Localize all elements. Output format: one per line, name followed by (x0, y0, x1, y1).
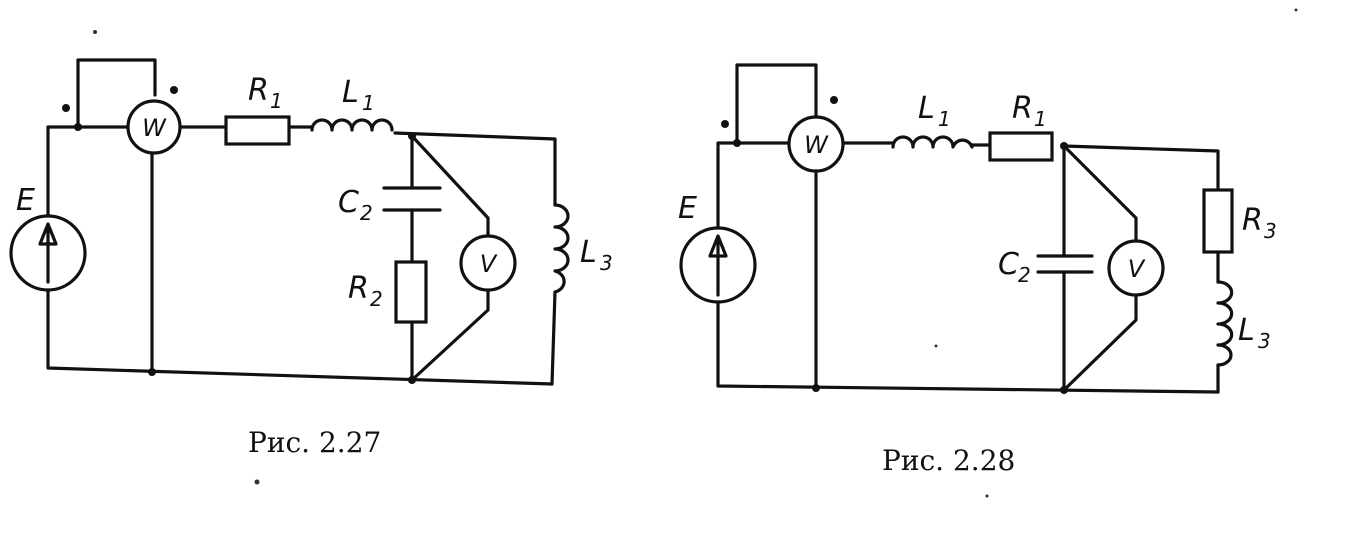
junction-dot (733, 139, 741, 147)
label-l1: L (918, 91, 935, 126)
junction-dot (1060, 386, 1068, 394)
capacitor-c2 (382, 186, 442, 212)
inductor-l1 (891, 135, 974, 149)
source-arrow-icon (38, 222, 58, 284)
polarity-mark (721, 120, 729, 128)
wire-top-right (393, 131, 557, 207)
caption-fig-2-27: Рис. 2.27 (248, 426, 381, 459)
wattmeter-w (126, 99, 182, 155)
caption-fig-2-28: Рис. 2.28 (882, 444, 1015, 477)
inductor-l3 (553, 203, 570, 294)
label-r2: R (348, 271, 369, 306)
resistor-r3 (1202, 188, 1234, 254)
voltmeter-v (1107, 239, 1165, 297)
label-r3: R (1242, 203, 1263, 238)
label-l3-sub: 3 (1258, 329, 1271, 353)
label-c2-sub: 2 (1018, 263, 1031, 287)
label-r1: R (248, 73, 269, 108)
junction-dot (408, 376, 416, 384)
wattmeter-w (787, 115, 845, 173)
scan-speck (93, 30, 97, 34)
circuit-fig-2-28: W V E L 1 R 1 C 2 R 3 L 3 Рис (678, 63, 1277, 477)
scan-speck (254, 479, 260, 485)
wire-l3-bottom (550, 290, 557, 386)
wire-watt-current-coil (735, 63, 818, 145)
label-c2: C (998, 247, 1019, 282)
inductor-l3 (1216, 280, 1234, 367)
polarity-mark (62, 104, 70, 112)
label-c2: C (338, 185, 359, 220)
label-r2-sub: 2 (370, 287, 383, 311)
wattmeter-label: W (804, 131, 829, 159)
scan-speck (1294, 8, 1298, 12)
scan-speck (934, 344, 938, 348)
junction-dot (1060, 142, 1068, 150)
resistor-r1 (988, 131, 1054, 162)
label-c2-sub: 2 (360, 201, 373, 225)
scan-speck (985, 494, 989, 498)
inductor-l1 (310, 118, 394, 132)
resistor-r1 (224, 115, 291, 146)
wire-top-right (1062, 144, 1220, 192)
voltmeter-label: V (480, 250, 498, 278)
wire-left-loop (46, 125, 554, 386)
wire-watt-current-coil (76, 58, 157, 129)
source-arrow-icon (708, 234, 728, 297)
wire-top-series (840, 141, 992, 147)
junction-dot (408, 132, 416, 140)
wire-left-loop (716, 141, 1220, 394)
scan-noise (93, 8, 1298, 498)
wire-voltmeter-leads (1062, 144, 1138, 392)
junction-dot (812, 384, 820, 392)
label-l1: L (342, 75, 359, 110)
voltmeter-v (459, 234, 517, 292)
label-e: E (16, 183, 35, 218)
voltmeter-label: V (1128, 255, 1146, 283)
junction-dot (74, 123, 82, 131)
label-l1-sub: 1 (362, 91, 375, 115)
label-l3-sub: 3 (600, 251, 613, 275)
capacitor-c2 (1036, 254, 1094, 274)
label-r1: R (1012, 91, 1033, 126)
polarity-mark (170, 86, 178, 94)
wire-voltmeter-leads (410, 134, 490, 382)
circuit-fig-2-27: W V E R 1 L 1 C 2 R 2 L 3 Рис (9, 58, 613, 459)
label-e: E (678, 191, 697, 226)
wattmeter-label: W (142, 114, 167, 142)
junction-dot (148, 368, 156, 376)
polarity-mark (830, 96, 838, 104)
label-l1-sub: 1 (938, 107, 951, 131)
label-l3: L (1238, 313, 1255, 348)
resistor-r2 (394, 260, 428, 324)
label-l3: L (580, 235, 597, 270)
label-r1-sub: 1 (270, 89, 283, 113)
label-r3-sub: 3 (1264, 219, 1277, 243)
label-r1-sub: 1 (1034, 107, 1047, 131)
